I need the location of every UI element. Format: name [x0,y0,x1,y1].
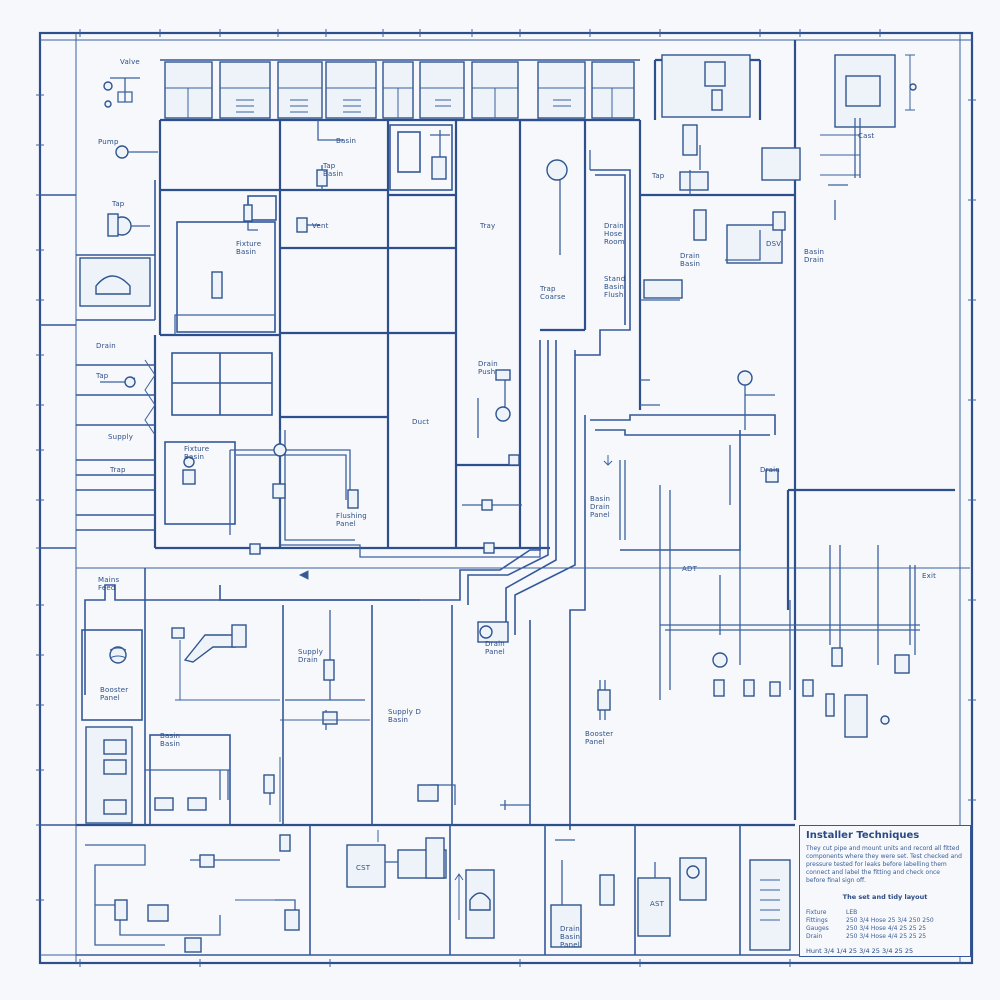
diagram-label: Basin Drain Panel [590,495,611,519]
diagram-label: Drain Basin [680,252,701,268]
diagram-label: Tap [112,200,125,208]
diagram-label: Supply Drain [298,648,324,664]
diagram-label: Drain [760,466,780,474]
inner-rooms [164,124,453,525]
diagram-label: Fixture Basin [184,445,210,461]
diagram-label: Drain Basin Panel [560,925,581,949]
diagram-label: Trap [110,466,126,474]
right-fixtures [640,54,801,430]
diagram-label: Flushing Panel [336,512,367,528]
manifold-fittings [597,469,910,738]
diagram-label: DSV [766,240,782,248]
diagram-label: Tray [480,222,496,230]
diagram-label: Booster Panel [585,730,614,746]
diagram-label: Tap [652,172,665,180]
diagram-label: Tap Basin [323,162,344,178]
main-trunk [84,169,776,830]
diagram-label: Trap Coarse [540,285,566,301]
title-block-subheading: The set and tidy layout [842,893,928,901]
diagram-label: Mains Feed [98,576,120,592]
right-manifold [599,445,920,720]
diagram-label: Drain Panel [485,640,505,656]
left-pipework [174,120,591,558]
diagram-label: Vent [312,222,329,230]
diagram-label: CST [356,864,371,872]
diagram-label: ADT [682,565,698,573]
room-grid [153,118,587,550]
diagram-label: Supply D Basin [388,708,422,724]
lower-left-block [76,567,970,827]
diagram-label: Cast [858,132,875,140]
diagram-label: Basin Basin [160,732,181,748]
diagram-label: Supply [108,433,134,441]
diagram-label: Drain Hose Room [604,222,625,246]
diagram-label: Drain Push [478,360,498,376]
diagram-label: Fixture Basin [236,240,262,256]
diagram-label: Basin [336,137,357,145]
left-fittings [182,156,568,555]
title-block-heading: Installer Techniques [806,830,920,841]
diagram-label: Stand Basin Flush [604,275,626,299]
diagram-label: Basin Drain [804,248,825,264]
far-right-column [820,54,917,220]
diagram-label: Tap [96,372,109,380]
left-column [76,77,158,531]
diagram-label: Valve [120,58,140,66]
title-block: Installer Techniques They cut pipe and m… [799,825,971,957]
diagram-label: Exit [922,572,937,580]
title-block-notes: They cut pipe and mount units and record… [806,845,962,884]
top-cabinet-row [160,59,640,122]
diagram-label: Duct [412,418,430,426]
diagram-label: Booster Panel [100,686,129,702]
diagram-label: Pump [98,138,119,146]
arrow-markers [298,212,631,920]
title-block-footer: Hunt 3/4 1/4 25 3/4 25 3/4 25 25 [806,947,914,955]
diagram-label: Drain [96,342,116,350]
diagram-label: AST [650,900,665,908]
